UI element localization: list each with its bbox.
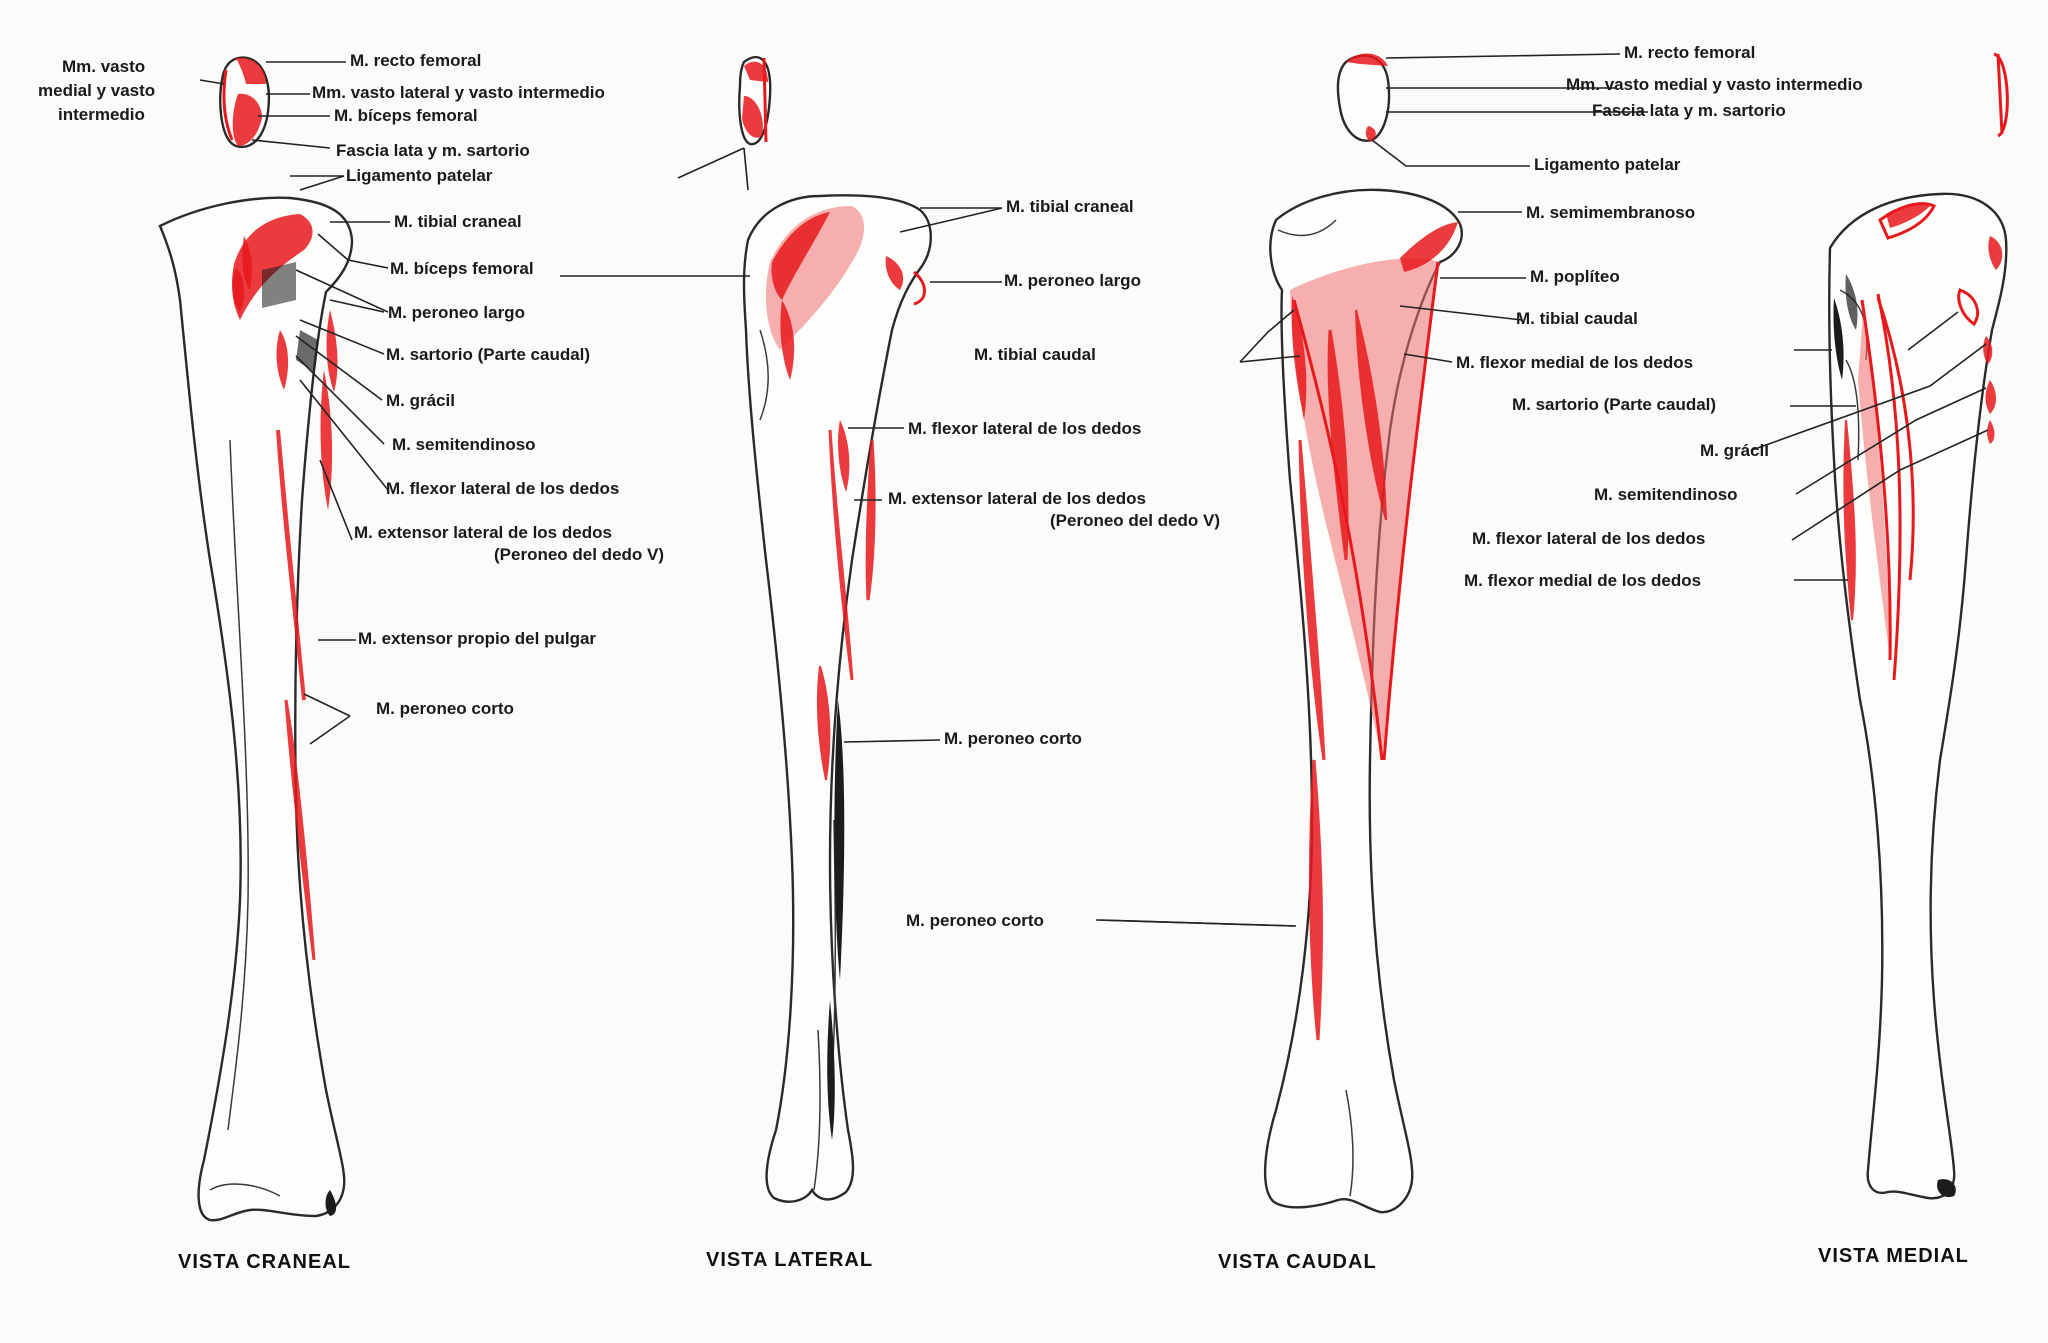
label-peroneo-largo: M. peroneo largo (388, 303, 525, 322)
craneal-muscle-attachments (232, 214, 338, 961)
lateral-view: M. tibial craneal M. peroneo largo M. ti… (560, 56, 1297, 1271)
medial-leader-lines (1751, 311, 1989, 581)
label-extensor-lateral-2: (Peroneo del dedo V) (494, 545, 664, 564)
lateral-tibia-bone (742, 194, 932, 1203)
label-flexor-medial-med: M. flexor medial de los dedos (1464, 571, 1701, 590)
label-flexor-lateral-lat: M. flexor lateral de los dedos (908, 419, 1141, 438)
label-tibial-caudal-cau: M. tibial caudal (1516, 309, 1638, 328)
lateral-patella (738, 56, 772, 146)
title-vista-medial: VISTA MEDIAL (1818, 1245, 1969, 1267)
craneal-view: Mm. vasto medial y vasto intermedio M. r… (38, 51, 664, 1273)
label-extensor-lateral-lat-1: M. extensor lateral de los dedos (888, 489, 1146, 508)
lateral-muscle-attachments (765, 206, 926, 1140)
label-semitendinoso-med: M. semitendinoso (1594, 485, 1738, 504)
label-semitendinoso: M. semitendinoso (392, 435, 536, 454)
title-vista-caudal: VISTA CAUDAL (1218, 1251, 1377, 1273)
craneal-tibia-bone (158, 196, 354, 1222)
label-semimembranoso: M. semimembranoso (1526, 203, 1695, 222)
title-vista-lateral: VISTA LATERAL (706, 1249, 873, 1271)
label-popliteo: M. poplíteo (1530, 267, 1620, 286)
label-ligamento-patelar-cau: Ligamento patelar (1534, 155, 1681, 174)
craneal-leader-lines (199, 61, 390, 745)
label-vasto-medial-cau: Mm. vasto medial y vasto intermedio (1566, 75, 1863, 94)
caudal-muscle-attachments (1290, 222, 1458, 1041)
label-sartorio-med: M. sartorio (Parte caudal) (1512, 395, 1716, 414)
label-recto-femoral-cau: M. recto femoral (1624, 43, 1755, 62)
label-flexor-lateral: M. flexor lateral de los dedos (386, 479, 619, 498)
label-gracil: M. grácil (386, 391, 455, 410)
label-vasto-medial-1: Mm. vasto (62, 57, 145, 76)
label-flexor-medial-cau: M. flexor medial de los dedos (1456, 353, 1693, 372)
label-fascia-lata: Fascia lata y m. sartorio (336, 141, 530, 160)
medial-tibia-bone (1828, 192, 2008, 1200)
label-peroneo-corto: M. peroneo corto (376, 699, 514, 718)
label-extensor-lateral-lat-2: (Peroneo del dedo V) (1050, 511, 1220, 530)
label-flexor-lateral-med: M. flexor lateral de los dedos (1472, 529, 1705, 548)
label-gracil-med: M. grácil (1700, 441, 1769, 460)
title-vista-craneal: VISTA CRANEAL (178, 1251, 351, 1273)
label-tibial-craneal: M. tibial craneal (394, 212, 522, 231)
label-sartorio: M. sartorio (Parte caudal) (386, 345, 590, 364)
label-tibial-caudal-lat: M. tibial caudal (974, 345, 1096, 364)
label-extensor-lateral-1: M. extensor lateral de los dedos (354, 523, 612, 542)
label-recto-femoral: M. recto femoral (350, 51, 481, 70)
label-fascia-lata-cau: Fascia lata y m. sartorio (1592, 101, 1786, 120)
label-tibial-craneal-lat: M. tibial craneal (1006, 197, 1134, 216)
label-vasto-medial-2: medial y vasto (38, 81, 155, 100)
lateral-leader-lines (560, 147, 1295, 927)
medial-view: M. sartorio (Parte caudal) M. grácil M. … (1464, 192, 2008, 1267)
label-peroneo-corto-lat: M. peroneo corto (944, 729, 1082, 748)
caudal-patella (1336, 52, 2009, 142)
craneal-patella (219, 56, 270, 149)
label-biceps-femoral-top: M. bíceps femoral (334, 106, 478, 125)
label-vasto-lateral: Mm. vasto lateral y vasto intermedio (312, 83, 605, 102)
label-peroneo-largo-lat: M. peroneo largo (1004, 271, 1141, 290)
label-vasto-medial-3: intermedio (58, 105, 145, 124)
label-biceps-femoral: M. bíceps femoral (390, 259, 534, 278)
caudal-leader-lines (1239, 53, 1648, 363)
caudal-view: M. recto femoral Mm. vasto medial y vast… (1218, 43, 2009, 1273)
label-extensor-propio: M. extensor propio del pulgar (358, 629, 596, 648)
label-peroneo-corto-lat-2: M. peroneo corto (906, 911, 1044, 930)
label-ligamento-patelar: Ligamento patelar (346, 166, 493, 185)
